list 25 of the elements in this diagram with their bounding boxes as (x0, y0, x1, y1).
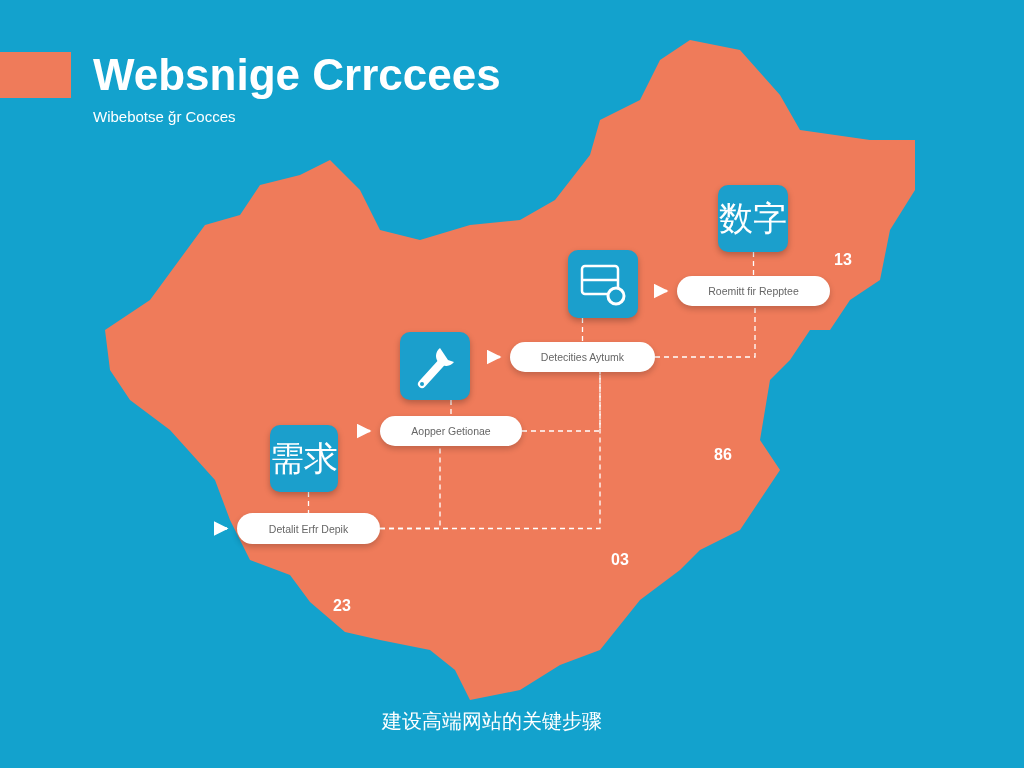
region-number: 23 (333, 597, 351, 615)
region-number: 13 (834, 251, 852, 269)
title: Websnige Crrccees (93, 50, 501, 100)
dashed-connector (307, 491, 310, 514)
dashed-connector (654, 305, 756, 358)
caption: 建设高端网站的关键步骤 (382, 708, 602, 735)
window-icon (568, 250, 638, 318)
step-label: Detecities Aytumk (510, 342, 655, 372)
dashed-connector (581, 317, 584, 343)
step-tile: 数字 (718, 185, 788, 252)
arrow (213, 521, 229, 536)
step-label: Detalit Erfr Depik (237, 513, 380, 544)
step-label: Roemitt fir Repptee (677, 276, 830, 306)
region-number: 03 (611, 551, 629, 569)
arrow (653, 283, 669, 299)
step-tile: 需求 (270, 425, 338, 492)
subtitle: Wibebotse ğr Cocces (93, 108, 236, 125)
region-number: 86 (714, 446, 732, 464)
dashed-connector (752, 251, 755, 277)
dashed-connector (450, 399, 452, 417)
arrow (486, 349, 502, 365)
arrow (356, 423, 372, 439)
dashed-connector (521, 371, 601, 432)
wrench-icon (400, 332, 470, 400)
step-label: Aopper Getionae (380, 416, 522, 446)
